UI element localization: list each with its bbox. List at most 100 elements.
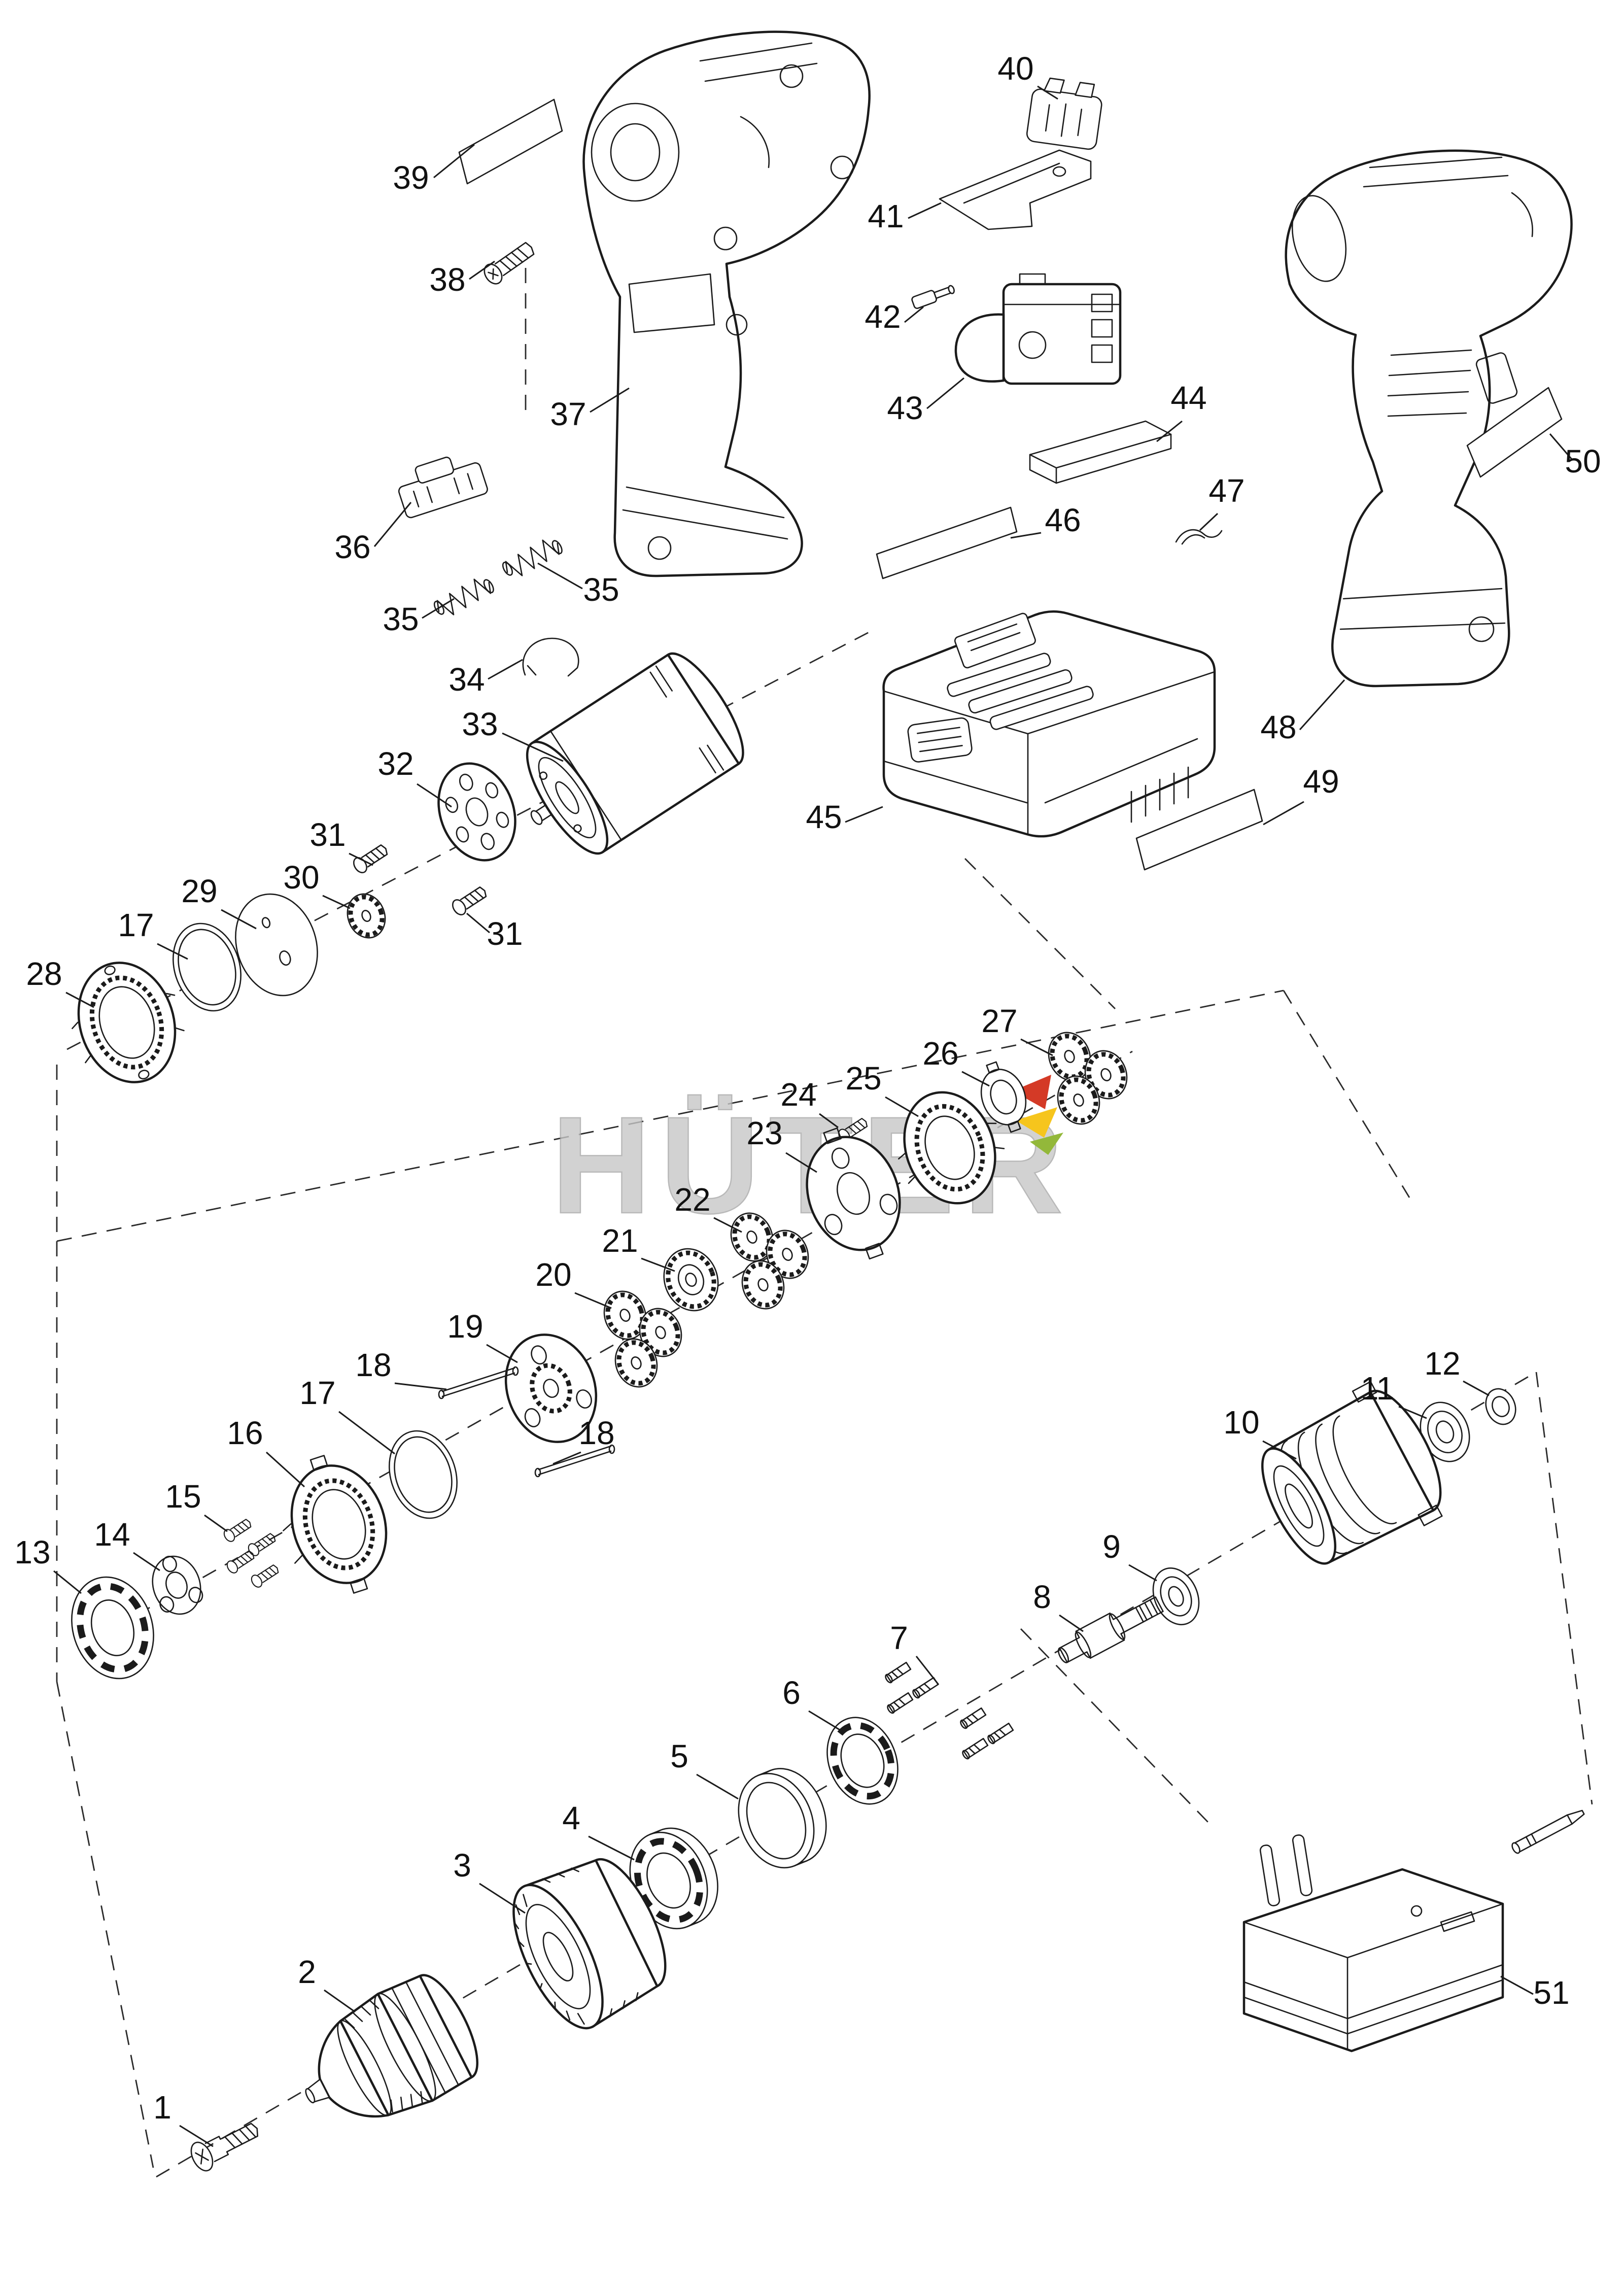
part-6-cam-washer — [826, 1717, 899, 1805]
leader-line-14 — [133, 1552, 160, 1571]
leader-line-49 — [1263, 801, 1304, 826]
leader-line-31 — [466, 912, 490, 934]
part-label-6: 6 — [782, 1674, 801, 1711]
leader-line-36 — [373, 502, 412, 547]
part-17-ring — [389, 1430, 458, 1519]
leader-line-6 — [808, 1710, 845, 1734]
part-11-bearing — [1420, 1402, 1470, 1462]
leader-line-21 — [641, 1257, 675, 1272]
leader-line-45 — [845, 806, 883, 823]
part-label-7: 7 — [890, 1620, 908, 1656]
leader-line-41 — [908, 202, 942, 219]
part-37-housing-left-half — [582, 30, 871, 577]
part-label-34: 34 — [448, 661, 485, 698]
part-51-screwdriver-bit — [1511, 1809, 1585, 1854]
part-7-pins — [883, 1661, 1014, 1761]
part-43-trigger-switch — [954, 273, 1122, 385]
part-label-23: 23 — [746, 1115, 782, 1151]
part-label-9: 9 — [1102, 1528, 1121, 1565]
part-label-46: 46 — [1045, 502, 1081, 538]
leader-line-37 — [590, 387, 630, 413]
part-26-retainer — [980, 1061, 1027, 1133]
part-label-8: 8 — [1033, 1579, 1051, 1615]
part-label-40: 40 — [997, 50, 1033, 87]
part-label-5: 5 — [670, 1738, 688, 1774]
part-label-13: 13 — [14, 1534, 50, 1570]
part-label-15: 15 — [165, 1478, 201, 1515]
part-label-11: 11 — [1361, 1370, 1394, 1407]
part-2-chuck — [305, 1974, 478, 2118]
leader-line-17 — [338, 1411, 395, 1455]
part-label-35: 35 — [583, 571, 619, 608]
leader-line-47 — [1199, 512, 1219, 531]
leader-line-30 — [322, 895, 351, 909]
part-label-35: 35 — [383, 601, 419, 637]
leader-line-46 — [1010, 532, 1042, 539]
part-36-bracket — [398, 456, 488, 519]
part-label-28: 28 — [26, 955, 62, 992]
part-label-20: 20 — [535, 1256, 571, 1293]
leader-line-24 — [819, 1113, 839, 1129]
part-33-motor — [526, 652, 744, 855]
part-label-39: 39 — [393, 159, 429, 196]
leader-line-4 — [588, 1835, 635, 1861]
part-28-ring-gear — [72, 962, 185, 1083]
part-12-washer — [1485, 1388, 1516, 1425]
leader-line-50 — [1549, 433, 1573, 460]
part-label-44: 44 — [1170, 380, 1206, 416]
part-label-18: 18 — [578, 1415, 614, 1451]
leader-line-12 — [1463, 1380, 1490, 1396]
part-32-motor-mount-plate — [437, 762, 516, 862]
part-50-sticker — [1466, 387, 1563, 478]
leader-line-33 — [502, 732, 564, 762]
part-21-sun-gear — [663, 1248, 719, 1312]
part-label-45: 45 — [806, 799, 842, 835]
part-label-17: 17 — [118, 907, 154, 943]
part-label-33: 33 — [462, 706, 498, 742]
part-17-ring — [172, 922, 241, 1012]
leader-line-2 — [324, 1989, 356, 2013]
leader-line-35 — [537, 562, 583, 590]
part-label-43: 43 — [887, 390, 923, 426]
part-label-25: 25 — [845, 1060, 881, 1097]
leader-line-43 — [926, 377, 964, 409]
part-19-planet-carrier — [504, 1334, 598, 1443]
part-label-1: 1 — [153, 2089, 171, 2126]
part-label-49: 49 — [1303, 763, 1339, 800]
leader-line-17 — [157, 943, 188, 960]
leader-line-16 — [265, 1451, 305, 1488]
leader-line-25 — [885, 1096, 919, 1117]
accent-yellow-shape — [1016, 1107, 1057, 1138]
part-38-screw — [483, 242, 535, 285]
leader-line-44 — [1156, 420, 1183, 442]
accent-red-shape — [1013, 1075, 1051, 1109]
part-18-pin — [534, 1444, 615, 1478]
part-45-battery-pack — [882, 610, 1216, 838]
part-label-51: 51 — [1533, 1974, 1569, 2011]
leader-line-26 — [961, 1071, 990, 1087]
part-label-26: 26 — [922, 1035, 958, 1072]
accent-green-shape — [1030, 1133, 1063, 1155]
part-39-sticker — [458, 98, 563, 185]
part-5-ring — [738, 1768, 827, 1869]
leader-line-39 — [433, 144, 475, 179]
leader-line-18 — [552, 1451, 581, 1465]
part-4-adjust-nut — [629, 1827, 718, 1930]
leader-line-13 — [53, 1570, 82, 1594]
part-label-17: 17 — [299, 1375, 335, 1411]
leader-line-18 — [394, 1382, 447, 1390]
part-label-31: 31 — [487, 915, 523, 952]
leader-line-40 — [1037, 85, 1058, 100]
part-label-31: 31 — [309, 816, 345, 853]
part-3-torque-collar — [512, 1858, 667, 2030]
part-18-pin — [438, 1366, 519, 1399]
part-label-18: 18 — [355, 1347, 391, 1383]
part-47-spring-clip — [1175, 529, 1223, 545]
leader-line-10 — [1262, 1440, 1297, 1460]
leader-line-3 — [479, 1883, 526, 1914]
part-1-chuck-screw — [190, 2123, 259, 2172]
leader-line-5 — [696, 1773, 739, 1800]
part-34-wire-clip — [522, 637, 579, 677]
